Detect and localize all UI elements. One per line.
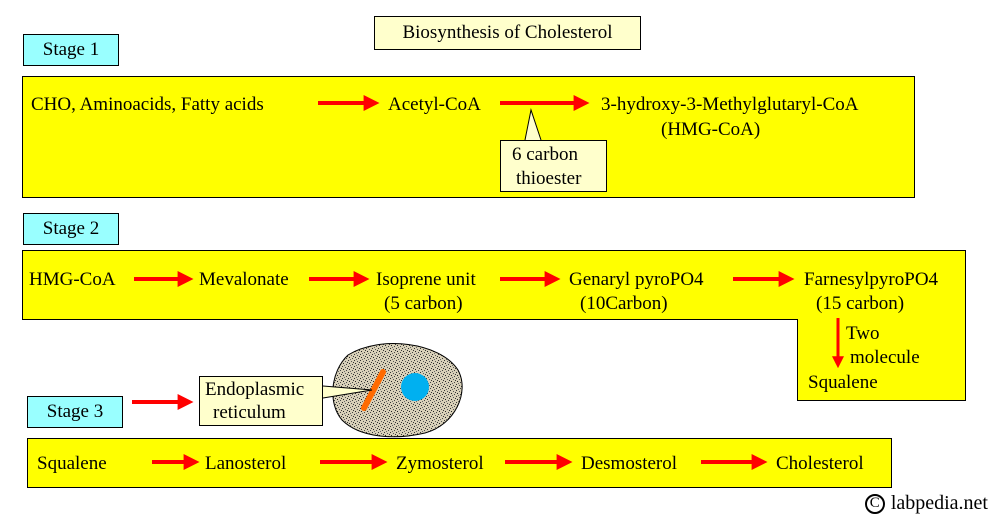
stage3-label: Stage 3 [27, 396, 123, 428]
stage2-down-note-line1: Two [846, 323, 880, 344]
stage2-label: Stage 2 [23, 213, 119, 245]
stage3-node-squalene: Squalene [37, 453, 107, 474]
stage2-node-geranyl: Genaryl pyroPO4 [569, 269, 704, 290]
stage3-node-desmosterol: Desmosterol [581, 453, 678, 474]
stage2-node-geranyl-carbon: (10Carbon) [580, 293, 668, 314]
stage1-node-precursors: CHO, Aminoacids, Fatty acids [31, 94, 264, 115]
stage2-node-isoprene: Isoprene unit [376, 269, 476, 290]
stage3-node-lanosterol: Lanosterol [205, 453, 287, 474]
stage3-callout-pointer [322, 385, 373, 399]
diagram-title: Biosynthesis of Cholesterol [374, 16, 641, 50]
stage1-callout-pointer [524, 108, 542, 141]
copyright-icon: C [864, 493, 885, 514]
stage2-result-squalene: Squalene [808, 372, 878, 393]
stage1-callout-line2: thioester [516, 168, 582, 189]
watermark-text: labpedia.net [890, 492, 988, 514]
stage2-node-farnesyl: FarnesylpyroPO4 [804, 269, 939, 290]
stage2-down-note-line2: molecule [850, 347, 920, 368]
cell-illustration [332, 343, 463, 438]
stage1-panel [22, 76, 915, 198]
stage2-node-isoprene-carbon: (5 carbon) [384, 293, 463, 314]
stage1-callout [500, 140, 607, 192]
er-shape [361, 369, 386, 411]
stage3-callout-line2: reticulum [213, 402, 286, 423]
stage1-node-hmg-coa-abbr: (HMG-CoA) [661, 119, 761, 140]
stage2-node-hmg-coa: HMG-CoA [29, 269, 116, 290]
stage1-node-hmg-coa: 3-hydroxy-3-Methylglutaryl-CoA [601, 94, 859, 115]
nucleus-shape [401, 373, 429, 401]
stage1-node-acetyl-coa: Acetyl-CoA [388, 94, 481, 115]
stage1-callout-line1: 6 carbon [512, 144, 578, 165]
stage3-callout-line1: Endoplasmic [205, 379, 305, 400]
stage3-node-zymosterol: Zymosterol [396, 453, 484, 474]
stage1-label: Stage 1 [23, 34, 119, 66]
stage2-node-mevalonate: Mevalonate [199, 269, 289, 290]
stage2-panel-extension [797, 319, 966, 401]
stage2-node-farnesyl-carbon: (15 carbon) [816, 293, 905, 314]
stage3-node-cholesterol: Cholesterol [776, 453, 864, 474]
stage3-callout [199, 376, 323, 426]
watermark: C labpedia.net [864, 492, 988, 515]
